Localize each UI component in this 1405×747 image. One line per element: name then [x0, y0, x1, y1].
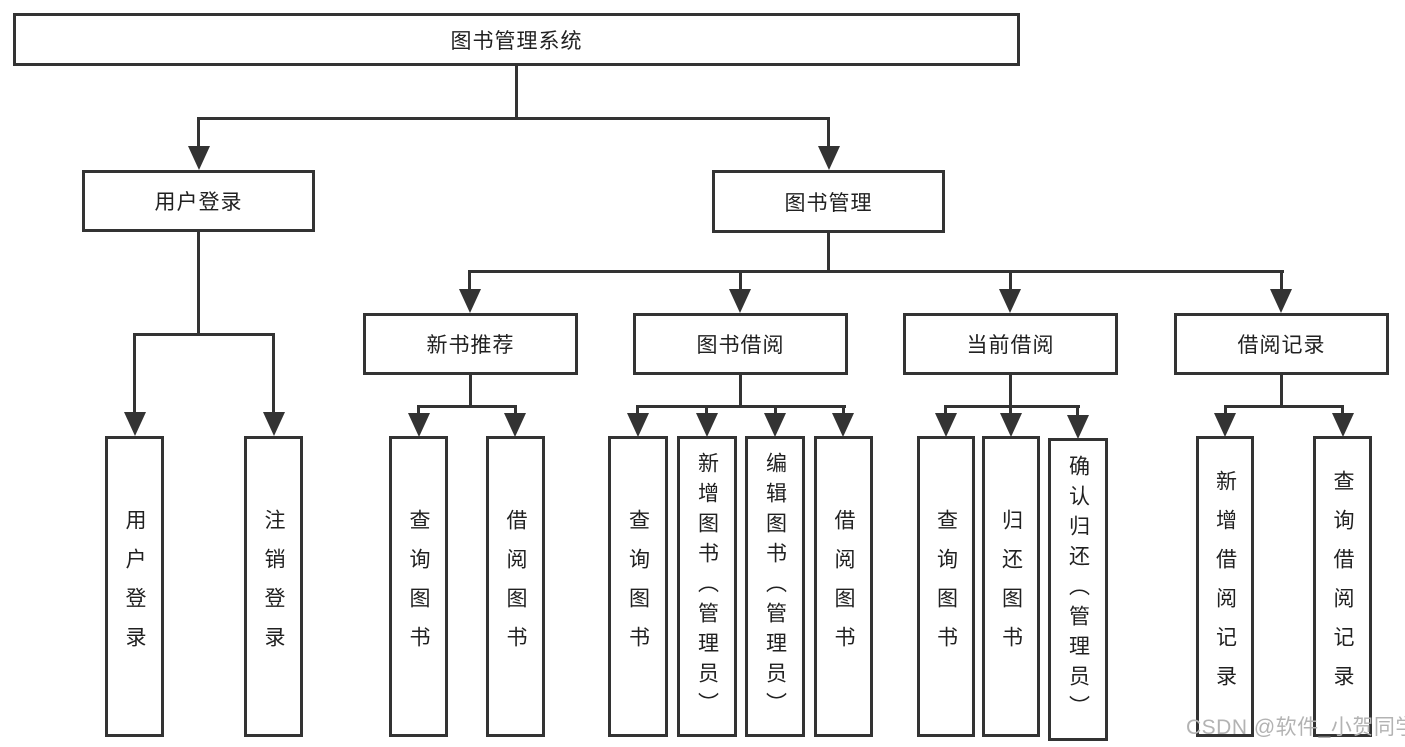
node-user-login-label: 用户登录: [154, 191, 243, 214]
arrowhead-icon: [999, 289, 1021, 313]
arrowhead-icon: [696, 413, 718, 437]
arrowhead-icon: [935, 413, 957, 437]
connector-line: [1224, 405, 1227, 415]
connector-line: [469, 375, 472, 408]
arrowhead-icon: [764, 413, 786, 437]
connector-line: [468, 270, 471, 292]
node-book-borrow: 图书借阅: [633, 313, 848, 375]
arrowhead-icon: [729, 289, 751, 313]
arrowhead-icon: [263, 412, 285, 436]
leaf-newbook-query: 查询图书: [389, 436, 448, 737]
connector-line: [1009, 270, 1012, 292]
connector-line: [272, 333, 275, 413]
connector-line: [1009, 375, 1012, 408]
connector-line: [944, 405, 1080, 408]
connector-line: [774, 405, 777, 415]
connector-line: [739, 270, 742, 292]
connector-line: [515, 66, 518, 119]
arrowhead-icon: [1270, 289, 1292, 313]
connector-line: [514, 405, 517, 415]
node-new-book-recommend: 新书推荐: [363, 313, 578, 375]
arrowhead-icon: [832, 413, 854, 437]
node-borrow-records: 借阅记录: [1174, 313, 1389, 375]
connector-line: [197, 117, 200, 149]
connector-line: [197, 117, 830, 120]
node-borrow-records-label: 借阅记录: [1237, 334, 1326, 357]
arrowhead-icon: [1000, 413, 1022, 437]
arrowhead-icon: [124, 412, 146, 436]
node-root: 图书管理系统: [13, 13, 1020, 66]
arrowhead-icon: [408, 413, 430, 437]
node-user-login: 用户登录: [82, 170, 315, 232]
node-book-management: 图书管理: [712, 170, 945, 233]
connector-line: [636, 405, 639, 415]
connector-line: [417, 405, 420, 415]
connector-line: [133, 333, 136, 413]
leaf-borrow-query: 查询图书: [608, 436, 668, 737]
connector-line: [1076, 405, 1079, 415]
leaf-newbook-borrow: 借阅图书: [486, 436, 545, 737]
leaf-borrow-book: 借阅图书: [814, 436, 873, 737]
arrowhead-icon: [1332, 413, 1354, 437]
leaf-current-return: 归还图书: [982, 436, 1040, 737]
leaf-current-query: 查询图书: [917, 436, 975, 737]
connector-line: [705, 405, 708, 415]
node-new-book-recommend-label: 新书推荐: [426, 334, 515, 357]
connector-line: [1280, 270, 1283, 292]
node-current-borrow-label: 当前借阅: [966, 334, 1055, 357]
leaf-record-add: 新增借阅记录: [1196, 436, 1254, 737]
connector-line: [197, 232, 200, 336]
leaf-logout: 注销登录: [244, 436, 303, 737]
node-root-label: 图书管理系统: [450, 29, 583, 53]
arrowhead-icon: [627, 413, 649, 437]
connector-line: [417, 405, 517, 408]
connector-line: [1009, 405, 1012, 415]
connector-line: [1341, 405, 1344, 415]
connector-line: [944, 405, 947, 415]
connector-line: [636, 405, 846, 408]
connector-line: [827, 117, 830, 149]
connector-line: [133, 333, 274, 336]
leaf-borrow-edit-admin: 编辑图书（管理员）: [745, 436, 805, 737]
node-book-management-label: 图书管理: [784, 191, 873, 215]
arrowhead-icon: [1067, 415, 1089, 439]
connector-line: [827, 233, 830, 273]
csdn-watermark: CSDN @软件_小贺同学: [1186, 716, 1405, 739]
connector-line: [1280, 375, 1283, 408]
leaf-borrow-add-admin: 新增图书（管理员）: [677, 436, 737, 737]
arrowhead-icon: [504, 413, 526, 437]
arrowhead-icon: [1214, 413, 1236, 437]
arrowhead-icon: [459, 289, 481, 313]
arrowhead-icon: [818, 146, 840, 170]
connector-line: [842, 405, 845, 415]
node-book-borrow-label: 图书借阅: [696, 334, 785, 357]
arrowhead-icon: [188, 146, 210, 170]
leaf-record-query: 查询借阅记录: [1313, 436, 1372, 737]
leaf-user-login: 用户登录: [105, 436, 164, 737]
connector-line: [468, 270, 1284, 273]
connector-line: [1224, 405, 1344, 408]
connector-line: [739, 375, 742, 408]
node-current-borrow: 当前借阅: [903, 313, 1118, 375]
leaf-current-confirm-admin: 确认归还（管理员）: [1048, 438, 1108, 741]
